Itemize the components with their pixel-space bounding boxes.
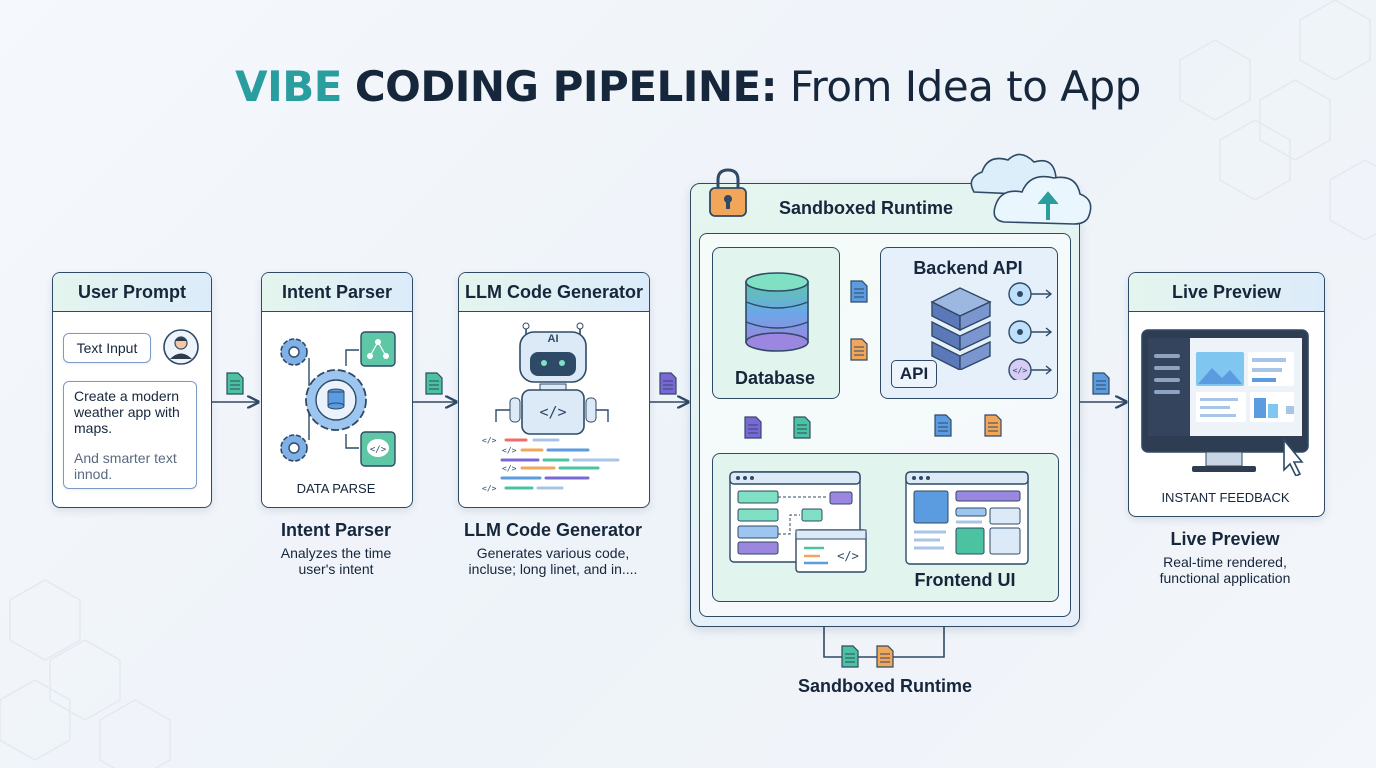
llm-generator-caption-title: LLM Code Generator: [463, 520, 642, 540]
cursor-icon: [1283, 437, 1304, 476]
monitor-icon: [1141, 329, 1309, 476]
lock-icon: [709, 168, 747, 217]
cloud-upload-icon: [970, 153, 1092, 225]
service-icons: </>: [1008, 282, 1053, 380]
title-subtitle: From Idea to App: [789, 62, 1141, 111]
prompt-text-bubble[interactable]: Create a modern weather app with maps. A…: [63, 381, 197, 489]
svg-text:</>: </>: [539, 403, 566, 421]
llm-generator-caption: LLM Code Generator Generates various cod…: [448, 520, 658, 577]
text-input-bubble[interactable]: Text Input: [63, 333, 151, 363]
robot-tag: AI: [548, 333, 559, 345]
robot-icon: </> </> </> </> </> AI: [482, 322, 620, 493]
api-tag: API: [891, 360, 937, 388]
prompt-extra-text: And smarter text innod.: [74, 450, 177, 482]
user-prompt-header: User Prompt: [53, 273, 211, 312]
database-icon: [745, 272, 809, 352]
instant-feedback-label: INSTANT FEEDBACK: [1161, 490, 1290, 505]
frontend-windows: </>: [729, 471, 1029, 573]
frontend-ui-label: Frontend UI: [914, 570, 1016, 590]
intent-parser-caption: Intent Parser Analyzes the time user's i…: [251, 520, 421, 577]
page-title: VIBE CODING PIPELINE: From Idea to App: [0, 62, 1376, 111]
svg-text:</>: </>: [502, 446, 517, 455]
svg-text:</>: </>: [370, 445, 387, 455]
sandbox-caption-title: Sandboxed Runtime: [797, 676, 972, 696]
title-vibe: VIBE: [235, 62, 342, 111]
code-chat-icon: </>: [360, 431, 396, 467]
text-input-label: Text Input: [76, 340, 138, 356]
prompt-text: Create a modern weather app with maps.: [74, 388, 180, 436]
sandbox-header: Sandboxed Runtime: [779, 198, 954, 218]
network-icon: [360, 331, 396, 367]
intent-parser-header: Intent Parser: [262, 273, 412, 312]
live-preview-caption-sub: Real-time rendered, functional applicati…: [1159, 554, 1291, 586]
data-parse-label: DATA PARSE: [296, 481, 376, 496]
sandbox-caption: Sandboxed Runtime: [780, 676, 990, 697]
database-gear-icon: [305, 369, 367, 431]
live-preview-caption: Live Preview Real-time rendered, functio…: [1130, 529, 1320, 586]
gear-icon: [280, 338, 308, 366]
svg-text:</>: </>: [482, 484, 497, 493]
backend-api-label: Backend API: [913, 258, 1023, 278]
gear-icon: [280, 434, 308, 462]
intent-parser-diagram: </>: [280, 331, 396, 467]
svg-text:</>: </>: [502, 464, 517, 473]
live-preview-header: Live Preview: [1129, 273, 1324, 312]
title-pipeline: CODING PIPELINE:: [354, 62, 778, 111]
user-avatar-icon: [163, 329, 199, 365]
svg-text:</>: </>: [837, 549, 859, 563]
llm-generator-header: LLM Code Generator: [459, 273, 649, 312]
intent-parser-caption-title: Intent Parser: [280, 520, 392, 540]
server-icon: [930, 287, 992, 370]
database-label: Database: [734, 368, 816, 388]
live-preview-caption-title: Live Preview: [1170, 529, 1280, 549]
svg-text:</>: </>: [1013, 366, 1028, 375]
llm-generator-caption-sub: Generates various code, incluse; long li…: [468, 545, 638, 577]
intent-parser-caption-sub: Analyzes the time user's intent: [280, 545, 392, 577]
svg-text:</>: </>: [482, 436, 497, 445]
